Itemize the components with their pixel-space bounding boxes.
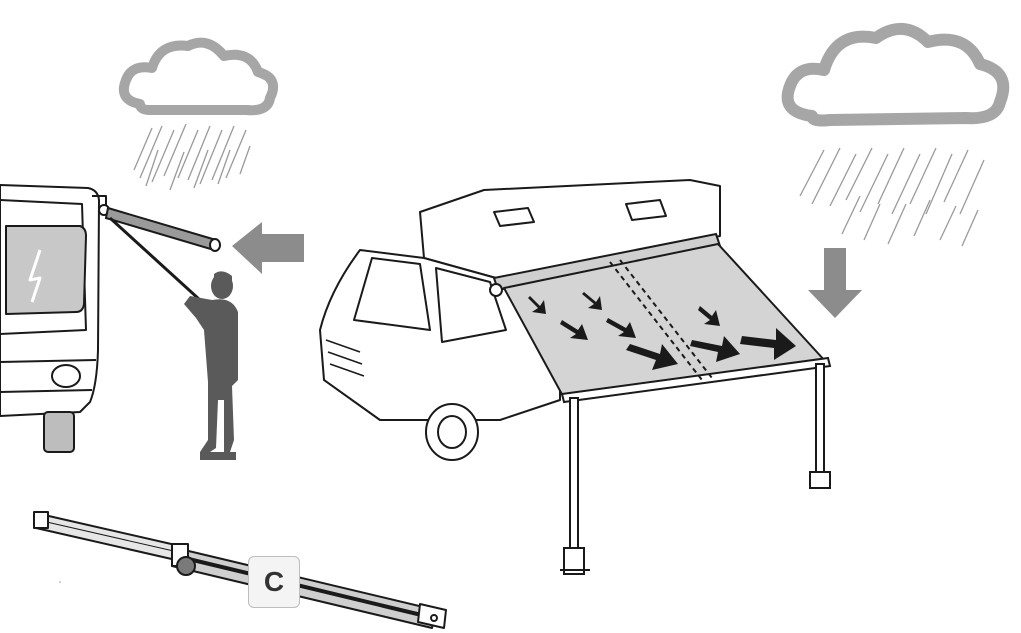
rain-icon	[800, 148, 984, 246]
cloud-icon	[788, 29, 1004, 121]
person-silhouette	[184, 271, 238, 460]
rain-icon	[134, 124, 250, 190]
callout-letter: C	[264, 566, 284, 598]
arrow-left-icon	[232, 222, 304, 274]
arrow-down-icon	[808, 248, 862, 318]
callout-label-c: C	[248, 556, 300, 608]
cloud-icon	[124, 43, 273, 111]
telescopic-pole	[34, 512, 446, 628]
motorhome-front	[0, 185, 109, 452]
windshield	[6, 226, 86, 314]
